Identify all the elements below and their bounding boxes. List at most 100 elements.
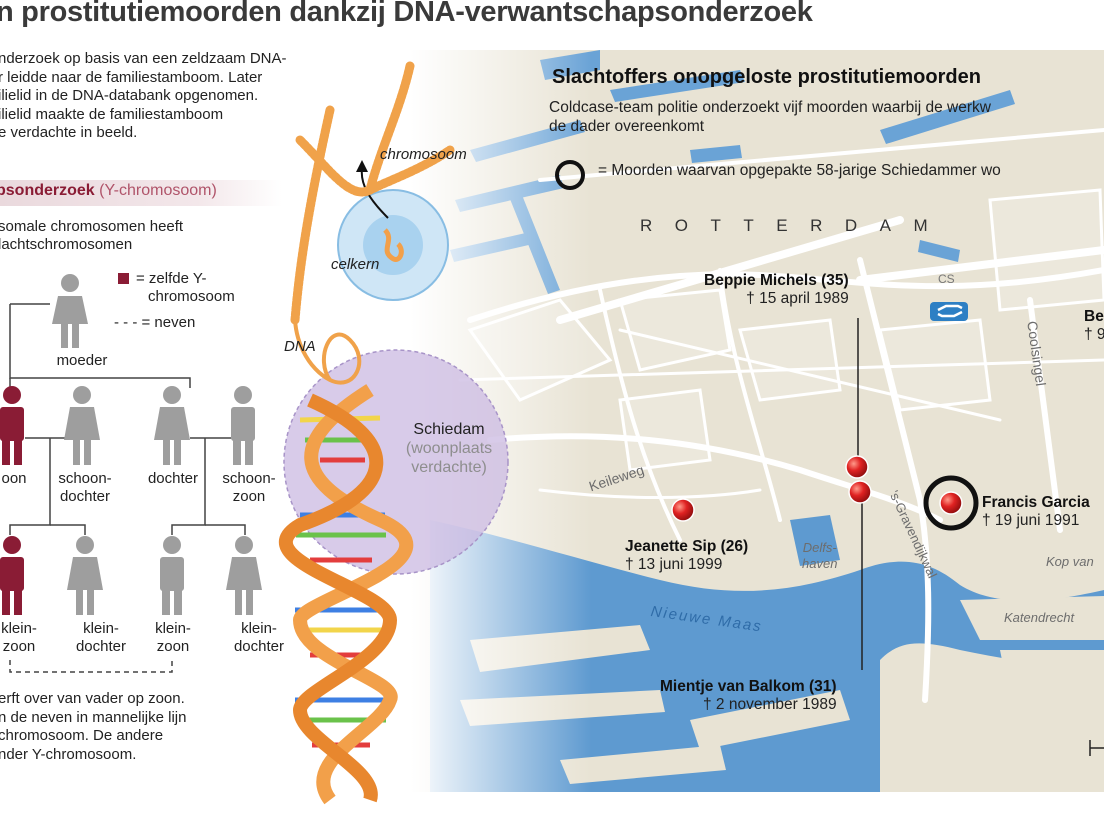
label-son-in-law-2: zoon [232,488,266,505]
person-granddaughter-a-icon [67,536,103,615]
victim-francis: Francis Garcia † 19 juni 1991 [982,494,1090,530]
label-dna: DNA [284,338,316,355]
intro-line: e verdachte in beeld. [0,124,138,141]
marker-beppie[interactable] [845,455,869,479]
headline: n prostitutiemoorden dankzij DNA-verwant… [0,0,813,28]
label-schiedam-name: Schiedam [413,421,485,438]
section-desc: somale chromosomen heeft lachtschromosom… [0,218,183,254]
person-son-icon [0,386,24,465]
map-title: Slachtoffers onopgeloste prostitutiemoor… [552,66,981,88]
legend-same-y-line1: = zelfde Y- [136,270,207,287]
map-subtitle-line1: Coldcase-team politie onderzoekt vijf mo… [549,99,991,116]
family-tree [0,273,262,673]
person-grandson-b-icon [160,536,184,615]
area-delfshaven-2: haven [802,556,838,571]
victim-beppie: Beppie Michels (35) † 15 april 1989 [704,272,849,308]
legend-ring-icon [555,160,585,190]
marker-jeanette[interactable] [671,498,695,522]
label-daughter-in-law-2: dochter [59,488,111,505]
label-chromosoom: chromosoom [380,146,467,163]
victim-name: Francis Garcia [982,494,1090,511]
area-delfshaven: Delfs- haven [802,540,837,572]
label-granddaughter-b-2: dochter [233,638,285,655]
map-subtitle-line2: de dader overeenkomt [549,118,705,135]
section-desc-line: lachtschromosomen [0,236,133,253]
marker-group [671,455,979,531]
section-subtitle: (Y-chromosoom) [94,182,217,199]
train-station-icon [930,302,968,321]
station-label: CS [938,272,955,286]
marker-mientje[interactable] [848,480,872,504]
label-grandson-a: klein- zoon [0,620,44,656]
label-granddaughter-b: klein- dochter [222,620,296,656]
section-desc-line: somale chromosomen heeft [0,218,184,235]
label-mother: moeder [56,352,108,369]
victim-name: Beppie Michels (35) [704,272,849,289]
legend-same-y: = zelfde Y- chromosoom [136,270,235,306]
person-son-in-law-icon [231,386,255,465]
label-grandson-b: klein- zoon [146,620,200,656]
area-kop-van-zuid: Kop van [1046,554,1094,569]
area-katendrecht: Katendrecht [1004,610,1075,625]
person-daughter-icon [154,386,190,465]
marker-francis-ring [923,475,979,531]
intro-line: ilielid maakte de familiestamboom [0,105,224,123]
victim-date: † 19 juni 1991 [982,512,1080,529]
section-band [0,180,282,206]
bottom-text: erft over van vader op zoon. n de neven … [0,690,186,764]
city-label: ROTTERDAM [640,216,951,235]
label-daughter-in-law: schoon- dochter [50,470,120,506]
legend-swatch-same-y [118,273,129,284]
label-granddaughter-b-1: klein- [241,620,277,637]
victim-name: Be [1084,308,1104,325]
victim-date: † 15 april 1989 [746,290,849,307]
person-granddaughter-b-icon [226,536,262,615]
victim-be: Be † 9 [1084,308,1104,344]
label-granddaughter-a: klein- dochter [64,620,138,656]
delfshaven-harbour [790,515,840,566]
bottom-line: n de neven in mannelijke lijn [0,708,187,726]
label-schiedam-sub2: verdachte) [411,459,487,476]
label-grandson-b-1: klein- [155,620,191,637]
scale-bar [1089,740,1104,756]
label-son-in-law-1: schoon- [222,470,276,487]
label-granddaughter-a-2: dochter [75,638,127,655]
bottom-line: erft over van vader op zoon. [0,690,185,707]
intro-text: nderzoek op basis van een zeldzaam DNA- … [0,50,287,143]
label-grandson-a-2: zoon [2,638,36,655]
victim-mientje: Mientje van Balkom (31) † 2 november 198… [660,678,837,714]
intro-line: ilielid in de DNA-databank opgenomen. [0,87,259,104]
victim-date: † 9 [1084,326,1104,343]
label-schiedam-sub1: (woonplaats [405,440,493,457]
bottom-line: chromosoom. De andere [0,727,164,744]
legend-same-y-line2: chromosoom [148,288,235,305]
label-son: oon [1,470,27,487]
label-granddaughter-a-1: klein- [83,620,119,637]
legend-cousins: - - - = neven [114,314,196,331]
victim-name: Mientje van Balkom (31) [660,678,837,695]
person-mother-icon [52,274,88,348]
label-daughter: dochter [147,470,199,487]
leader-lines [857,318,863,670]
victim-date: † 2 november 1989 [703,696,837,713]
label-son-in-law: schoon- zoon [214,470,284,506]
label-schiedam: Schiedam (woonplaats verdachte) [388,420,510,477]
label-grandson-b-2: zoon [156,638,190,655]
section-title-text: psonderzoek [0,182,95,199]
intro-line: nderzoek op basis van een zeldzaam DNA- [0,50,287,67]
person-grandson-a-icon [0,536,24,615]
label-grandson-a-1: klein- [1,620,37,637]
area-delfshaven-1: Delfs- [802,540,837,555]
intro-line: r leidde naar de familiestamboom. Later [0,68,263,86]
bottom-line: nder Y-chromosoom. [0,745,137,763]
person-daughter-in-law-icon [64,386,100,465]
marker-francis[interactable] [939,491,963,515]
label-celkern: celkern [331,256,380,273]
victim-name: Jeanette Sip (26) [625,538,749,555]
victim-jeanette: Jeanette Sip (26) † 13 juni 1999 [625,538,748,574]
label-daughter-in-law-1: schoon- [58,470,112,487]
section-title: psonderzoek (Y-chromosoom) [0,182,217,200]
map-legend-text: = Moorden waarvan opgepakte 58-jarige Sc… [598,162,1001,179]
victim-date: † 13 juni 1999 [625,556,723,573]
